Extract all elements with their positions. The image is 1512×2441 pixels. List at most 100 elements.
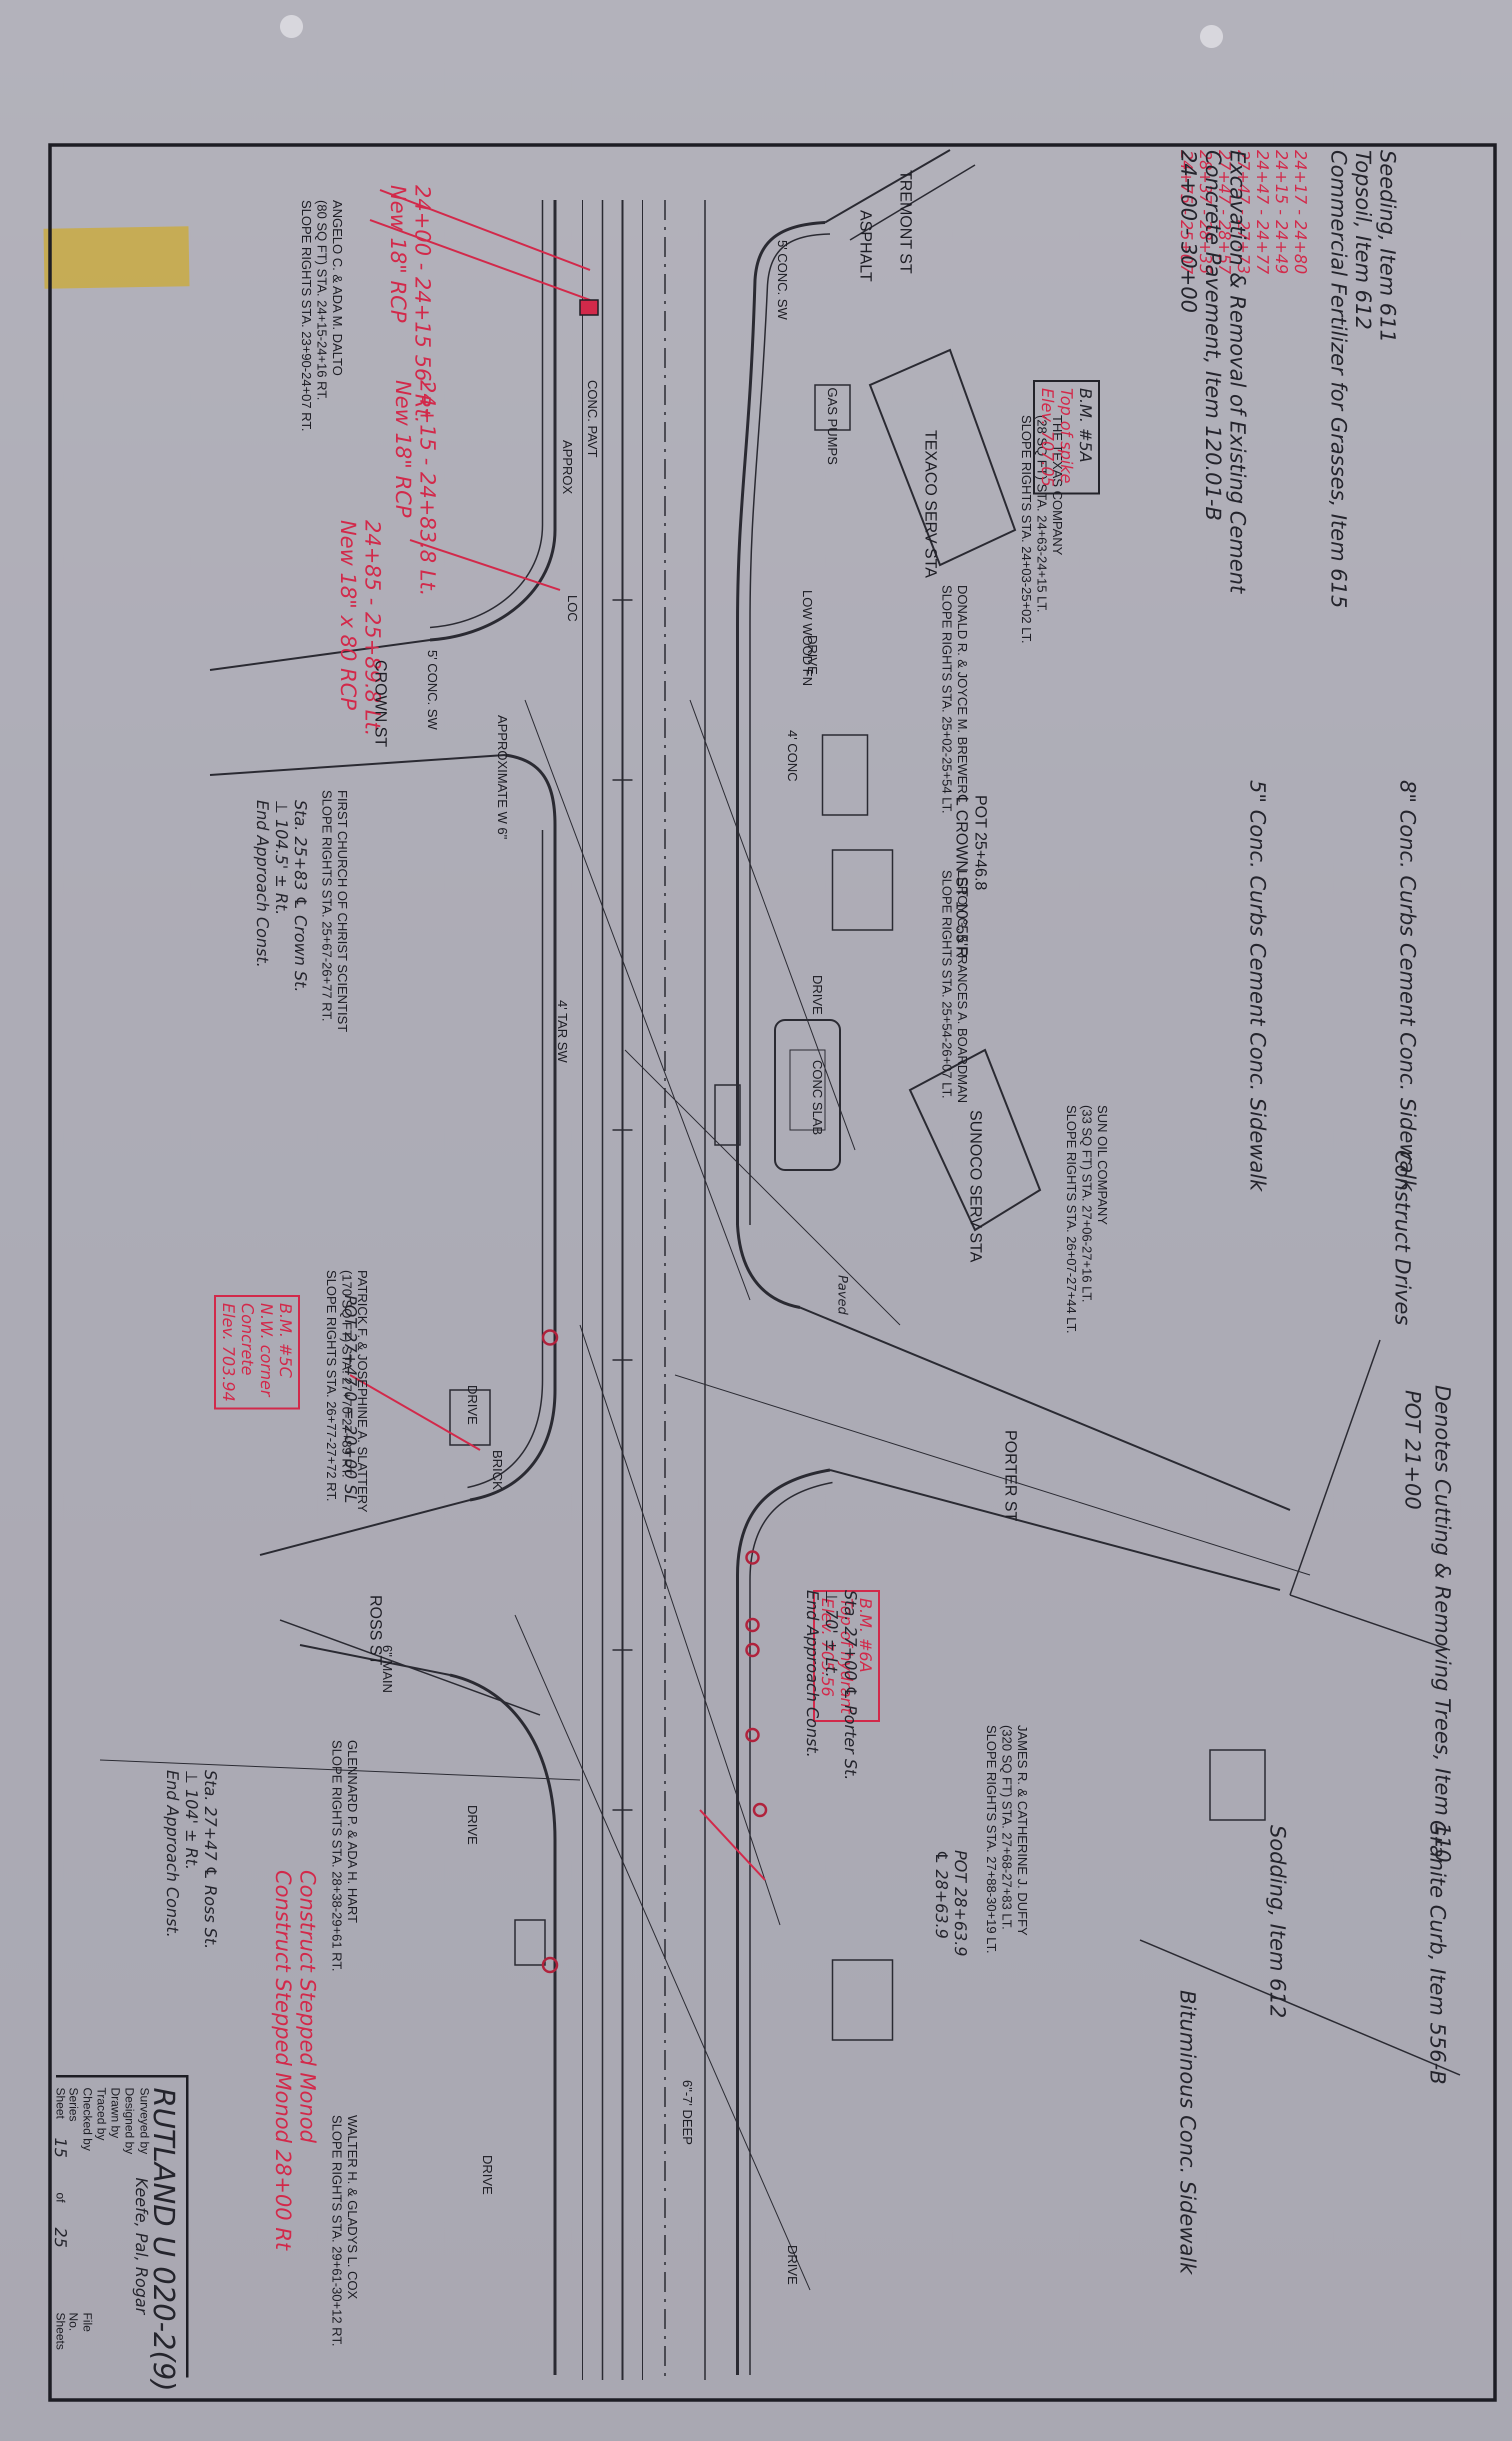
seeding-row: 24+15 - 24+49 <box>1272 150 1291 274</box>
label-conc-sw: 5' CONC. SW <box>425 650 440 730</box>
bench-mark-5c: B.M. #5C N.W. corner Concrete Elev. 703.… <box>214 1295 300 1410</box>
approach-line: End Approach Const. <box>803 1590 822 1758</box>
label-conc-sw: 5' CONC. SW <box>775 240 790 320</box>
street-porter: PORTER ST <box>1002 1430 1020 1522</box>
approach-line: ⊥ 104' ± Rt. <box>182 1770 201 1870</box>
approach-line: ⊥ 104.5' ± Rt. <box>272 800 291 916</box>
street-crown: CROWN ST <box>372 660 390 748</box>
bm-label: B.M. #5C <box>276 1303 295 1378</box>
station-pot-25: POT 25+46.8 ℄ CROWN ST 10°55'R <box>952 795 990 958</box>
red-note: Construct Stepped Monod 28+00 Rt <box>271 1870 296 2250</box>
bm-line: Concrete <box>238 1303 257 1376</box>
seeding-notes: Seeding, Item 611 Topsoil, Item 612 Comm… <box>1326 150 1400 608</box>
owner-line: SLOPE RIGHTS STA. 25+02-25+54 LT. <box>940 585 954 814</box>
label-low-wood-fn: LOW WOOD FN <box>800 590 815 686</box>
gas-pumps-label: GAS PUMPS <box>825 388 840 465</box>
station-pot-21: POT 21+00 <box>1400 1390 1425 1510</box>
owner-line: SLOPE RIGHTS STA. 29+61-30+12 RT. <box>330 2115 344 2346</box>
surveyed-by-value: Keefe, Pal, Rogar <box>132 2178 151 2314</box>
owner-line: SLOPE RIGHTS STA. 23+90-24+07 RT. <box>299 200 314 432</box>
bm-line: Elev. 703.94 <box>219 1303 238 1402</box>
owner-line: SLOPE RIGHTS STA. 28+38-29+61 RT. <box>330 1740 344 1972</box>
excavation-note: Excavation & Removal of Existing Cement … <box>1176 150 1250 594</box>
owner-line: SLOPE RIGHTS STA. 26+07-27+44 LT. <box>1064 1105 1079 1334</box>
seeding-row: 24+17 - 24+80 <box>1291 150 1310 274</box>
note-concrete-pavt: Concrete Pavement, Item 120.01-B <box>1201 150 1226 521</box>
field-drawn: Drawn by <box>108 2088 122 2138</box>
station-pot-27: POT 27+47.0 = 20+00 SL <box>341 1295 360 1504</box>
station-label: POT 25+46.8 <box>972 795 990 890</box>
sheet-total: 25 <box>51 2228 70 2248</box>
of-label: of <box>54 2192 67 2203</box>
title-block: RUTLAND U 020-2(9) Surveyed by Keefe, Pa… <box>51 2075 188 2392</box>
label-drive: DRIVE <box>810 975 825 1015</box>
field-designed: Designed by <box>122 2088 136 2154</box>
label-conc-pavt: CONC. PAVT <box>585 380 600 458</box>
approach-crown: Sta. 25+83 ℄ Crown St. ⊥ 104.5' ± Rt. En… <box>253 800 310 992</box>
label-approx: APPROX <box>560 440 575 494</box>
owner-name: GLENNARD P. & ADA H. HART <box>345 1740 360 1924</box>
drives-note: Construct Drives <box>1390 1150 1415 1326</box>
label-tar-sw: 4' TAR SW <box>555 1000 570 1063</box>
label-main: 6" MAIN <box>380 1645 395 1693</box>
sidewalk-note: 5" Conc. Curbs Cement Conc. Sidewalk <box>1246 780 1270 1192</box>
field-checked: Checked by <box>80 2088 94 2151</box>
approach-title: Sta. 25+83 ℄ Crown St. <box>291 800 310 992</box>
owner-line: SLOPE RIGHTS STA. 25+67-26+77 RT. <box>320 790 334 1022</box>
station-label: ℄ CROWN ST 10°55'R <box>953 795 971 958</box>
label-deep: 6"-7' DEEP <box>680 2080 695 2145</box>
building-sunoco: SUNOCO SERV STA <box>967 1110 985 1262</box>
red-note: 24+15 - 24+83.8 Lt. <box>416 380 440 596</box>
granite-note: Granite Curb, Item 556-B <box>1426 1820 1450 2085</box>
note-topsoil: Topsoil, Item 612 <box>1351 150 1376 330</box>
station-label: ℄ 28+63.9 <box>932 1850 951 1939</box>
red-note: New 18" RCP <box>391 380 416 518</box>
red-note: New 18" x 80 RCP <box>336 520 360 710</box>
owner-hart: GLENNARD P. & ADA H. HART SLOPE RIGHTS S… <box>329 1740 360 1972</box>
label-drive: DRIVE <box>785 2245 800 2285</box>
field-file: File <box>80 2312 94 2332</box>
curb-note: 8" Conc. Curbs Cement Conc. Sidewalk <box>1396 780 1420 1192</box>
note-fertilizer: Commercial Fertilizer for Grasses, Item … <box>1326 150 1351 608</box>
owner-dalto: ANGELO C. & ADA M. DALTO (80 SQ FT) STA.… <box>298 200 345 432</box>
bm-line: N.W. corner <box>257 1303 276 1396</box>
trees-note: Denotes Cutting & Removing Trees, Item 1… <box>1430 1385 1455 1863</box>
station-label: POT 28+63.9 <box>951 1850 970 1956</box>
label-loc: LOC <box>565 595 580 622</box>
field-surveyed: Surveyed by <box>138 2088 151 2154</box>
owner-line: SLOPE RIGHTS STA. 26+77-27+72 RT. <box>324 1270 339 1502</box>
bm-label: B.M. #5A <box>1076 388 1095 463</box>
owner-line: SLOPE RIGHTS STA. 27+88-30+19 LT. <box>984 1725 999 1954</box>
bm-line: Elev. 707.05 <box>1038 388 1057 487</box>
conc-slab-label: CONC SLAB <box>810 1060 825 1136</box>
approach-line: End Approach Const. <box>163 1770 182 1938</box>
street-tremont: TREMONT ST <box>897 170 915 274</box>
punch-hole <box>280 15 303 38</box>
owner-line: (33 SQ FT) STA. 27+06-27+16 LT. <box>1080 1105 1094 1303</box>
owner-name: DONALD R. & JOYCE M. BREWER <box>955 585 970 794</box>
label-drive: DRIVE <box>480 2155 495 2195</box>
label-approximate: APPROXIMATE W 6" <box>495 715 510 840</box>
seeding-row: 24+47 - 24+77 <box>1253 150 1272 274</box>
note-seeding: Seeding, Item 611 <box>1376 150 1400 343</box>
red-monod-note: Construct Stepped Monod Construct Steppe… <box>271 1870 320 2250</box>
sheet-label: Sheet <box>54 2088 67 2119</box>
label-drive: DRIVE <box>465 1805 480 1845</box>
approach-title: Sta. 27+00 ℄ Porter St. <box>841 1590 860 1780</box>
sheet-number: 15 <box>51 2138 70 2158</box>
owner-name: JAMES R. & CATHERINE J. DUFFY <box>1015 1725 1030 1936</box>
approach-line: ⊥ 70' ± Lt. <box>822 1590 841 1678</box>
owner-name: ANGELO C. & ADA M. DALTO <box>330 200 345 376</box>
owner-line: (320 SQ FT) STA. 27+68-27+83 LT. <box>1000 1725 1014 1930</box>
red-note: Construct Stepped Monod <box>296 1870 320 2143</box>
owner-name: SUN OIL COMPANY <box>1095 1105 1110 1225</box>
approach-title: Sta. 27+47 ℄ Ross St. <box>201 1770 220 1950</box>
approach-ross: Sta. 27+47 ℄ Ross St. ⊥ 104' ± Rt. End A… <box>163 1770 220 1949</box>
sodding-note: Sodding, Item 612 <box>1266 1825 1290 2018</box>
owner-church: FIRST CHURCH OF CHRIST SCIENTIST SLOPE R… <box>319 790 350 1032</box>
approach-line: End Approach Const. <box>253 800 272 968</box>
owner-name: FIRST CHURCH OF CHRIST SCIENTIST <box>335 790 350 1032</box>
field-traced: Traced by <box>94 2088 108 2140</box>
